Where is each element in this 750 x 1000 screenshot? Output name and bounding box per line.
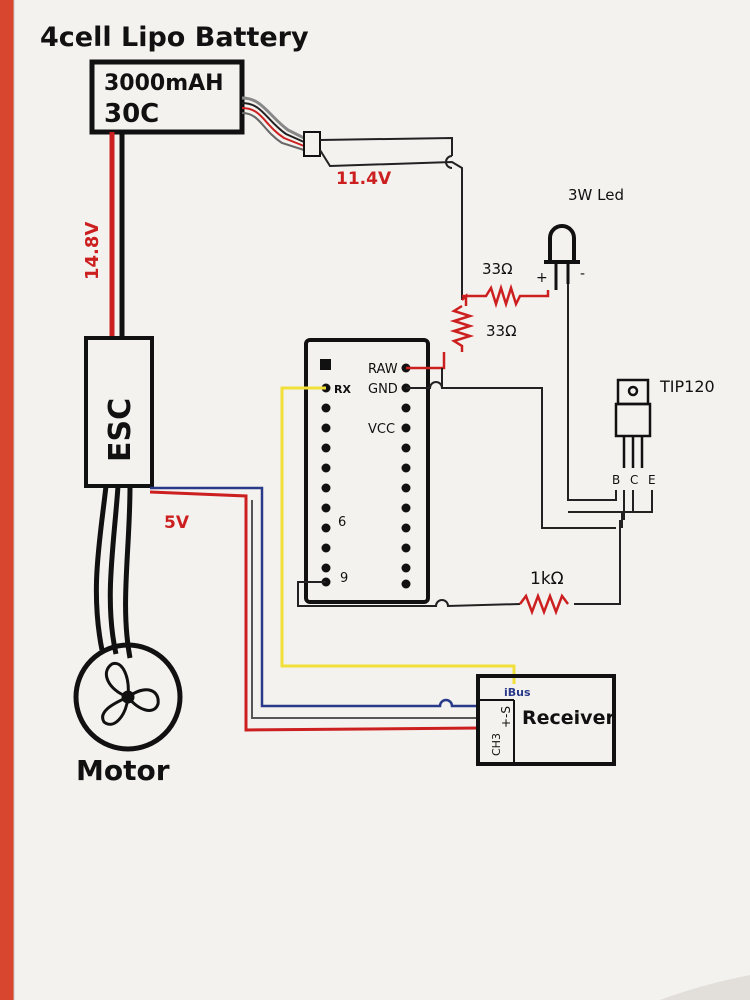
receiver-pins-label: +-S — [499, 706, 513, 728]
led-plus-label: + — [536, 270, 548, 286]
receiver-ibus-label: iBus — [504, 686, 531, 699]
resistor-1k — [519, 592, 569, 616]
esc-label: ESC — [103, 398, 138, 462]
battery-title: 4cell Lipo Battery — [40, 22, 309, 53]
transistor-pin-c: C — [630, 473, 638, 487]
fan-icon — [101, 661, 160, 726]
balance-black-wire — [319, 136, 453, 156]
raw-red-wire — [406, 352, 446, 370]
balance-lead — [241, 96, 321, 157]
bec-blue-wire — [150, 486, 478, 708]
resistor-33-b-label: 33Ω — [486, 322, 517, 340]
bec-red-wire — [149, 490, 481, 732]
receiver-box — [476, 674, 616, 766]
esc-output-voltage-label: 5V — [164, 513, 190, 533]
transistor-pin-b: B — [612, 473, 620, 487]
motor-circle — [73, 642, 183, 752]
pin-6-label: 6 — [338, 515, 346, 530]
balance-connector — [303, 131, 321, 157]
resistor-33-b — [449, 304, 475, 352]
transistor-icon — [614, 378, 652, 468]
motor-label: Motor — [76, 754, 170, 787]
battery-rating: 30C — [104, 99, 159, 129]
arduino-board — [304, 338, 430, 604]
main-voltage-label: 14.8V — [82, 222, 103, 280]
balance-voltage-label: 11.4V — [336, 169, 392, 189]
led-label: 3W Led — [568, 186, 624, 204]
resistor-1k-label: 1kΩ — [530, 569, 564, 589]
receiver-label: Receiver — [522, 707, 615, 729]
battery-capacity: 3000mAH — [104, 71, 224, 96]
motor-leads — [93, 485, 133, 659]
pin-vcc-label: VCC — [368, 422, 395, 437]
ibus-yellow-wire — [280, 386, 516, 684]
transistor-pin-e: E — [648, 473, 656, 487]
paper-curl — [660, 975, 750, 1000]
receiver-ch3-label: CH3 — [490, 733, 503, 756]
pin9-signal-wire — [297, 581, 521, 608]
transistor-label: TIP120 — [659, 377, 715, 396]
right-pin-header — [401, 363, 411, 589]
pin-9-label: 9 — [340, 571, 348, 586]
led-minus-label: - — [580, 266, 585, 282]
esc-box — [84, 336, 154, 488]
pin-raw-label: RAW — [368, 362, 398, 377]
resistor-33-a-label: 33Ω — [482, 260, 513, 278]
pin-gnd-label: GND — [368, 382, 398, 397]
bec-signal-wire — [251, 500, 480, 719]
led-icon — [544, 224, 580, 290]
resistor-33-a — [462, 283, 550, 309]
gnd-wire — [406, 381, 616, 529]
pin-rx-label: RX — [334, 383, 351, 396]
paper-sheet — [14, 0, 750, 1000]
led-cathode-wire — [567, 284, 617, 501]
